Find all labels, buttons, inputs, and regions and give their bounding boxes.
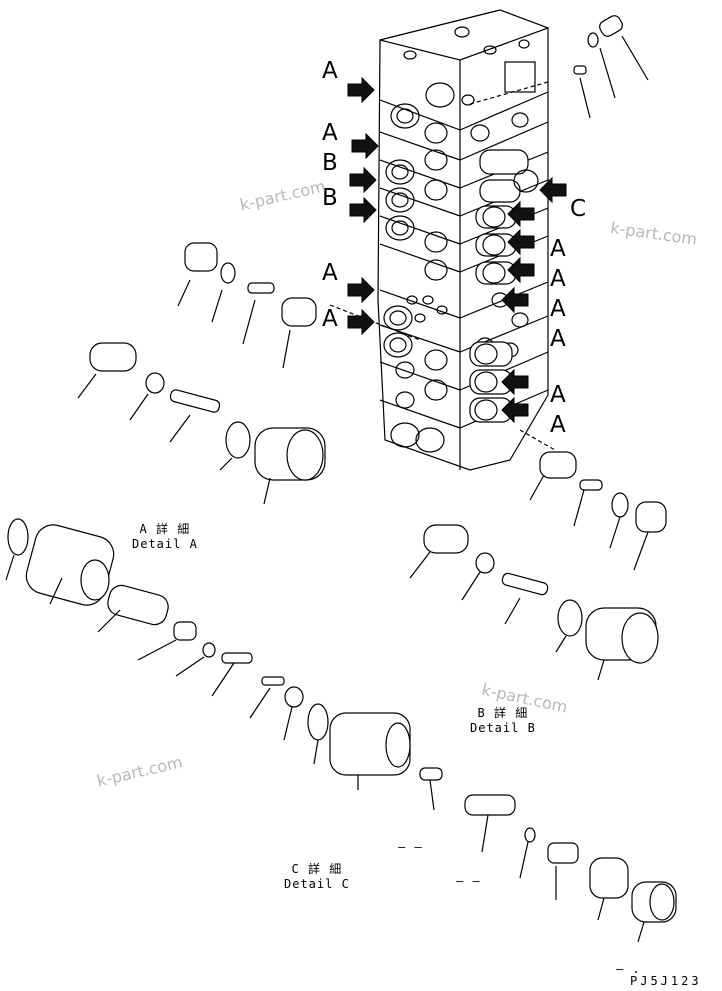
callout-a-8: A [550, 382, 566, 408]
detail-c-en: Detail C [284, 877, 350, 891]
top-plug-parts [573, 15, 649, 119]
callout-a-1: A [322, 58, 338, 84]
callout-a-9: A [550, 412, 566, 438]
callout-a-3: A [322, 260, 338, 286]
callout-b-2: B [322, 185, 338, 211]
detail-c-parts [5, 518, 677, 943]
detail-a-parts [77, 242, 326, 505]
drawing-code: PJ5J123 [630, 974, 702, 988]
control-valve-body [377, 9, 550, 471]
detail-b-jp: B 詳 細 [477, 706, 529, 720]
detail-c-caption: C 詳 細 Detail C [284, 862, 350, 892]
dash-mark-2: – – [456, 874, 481, 888]
callout-b-1: B [322, 150, 338, 176]
callout-c: C [570, 196, 587, 222]
detail-a-caption: A 詳 細 Detail A [132, 522, 198, 552]
dash-mark-3: – . [616, 962, 641, 976]
callout-a-2: A [322, 120, 338, 146]
callout-a-7: A [550, 296, 566, 322]
detail-a-en: Detail A [132, 537, 198, 551]
detail-b-en: Detail B [470, 721, 536, 735]
dash-mark-1: – – [398, 840, 423, 854]
detail-a-jp: A 詳 細 [139, 522, 191, 536]
left-spool-caps [383, 103, 420, 358]
callout-a-6: A [550, 266, 566, 292]
detail-b-caption: B 詳 細 Detail B [470, 706, 536, 736]
callout-a-10: A [550, 326, 566, 352]
detail-b-parts [409, 451, 667, 681]
right-pilot-caps [469, 149, 539, 423]
callout-arrows [347, 76, 567, 424]
callout-a-4: A [322, 306, 338, 332]
callout-a-5: A [550, 236, 566, 262]
detail-c-jp: C 詳 細 [291, 862, 343, 876]
